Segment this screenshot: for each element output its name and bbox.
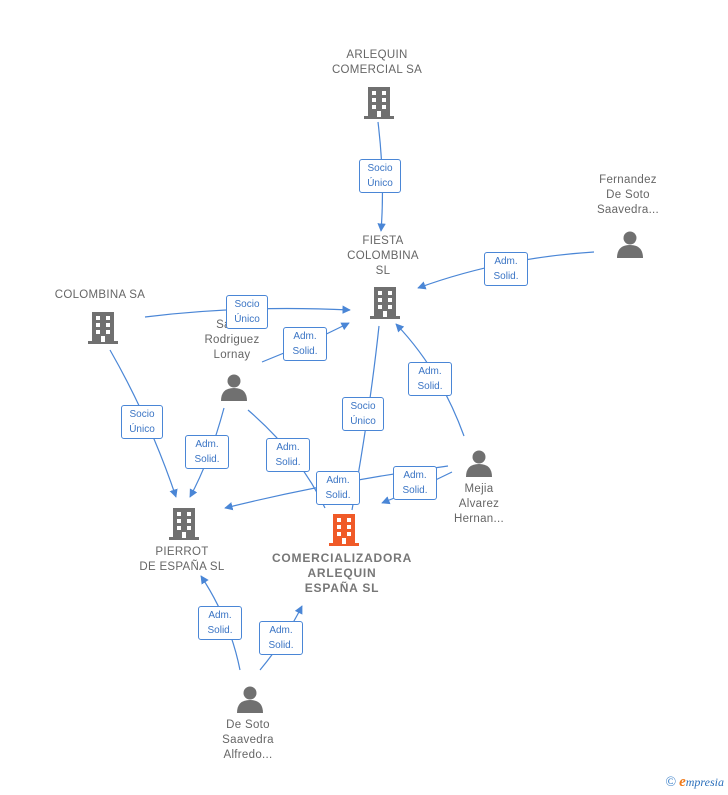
building-icon[interactable] bbox=[328, 512, 360, 547]
node-label-fiesta-colombina[interactable]: FIESTA COLOMBINA SL bbox=[347, 235, 419, 277]
building-icon[interactable] bbox=[363, 85, 395, 120]
node-label-fernandez[interactable]: Fernandez De Soto Saavedra... bbox=[596, 174, 660, 216]
brand-initial: e bbox=[679, 774, 686, 790]
edge-label-adm-solid: Adm. Solid. bbox=[484, 252, 528, 286]
person-icon[interactable] bbox=[464, 448, 494, 478]
edge-label-adm-solid: Adm. Solid. bbox=[283, 327, 327, 361]
node-label-comercializadora[interactable]: COMERCIALIZADORA ARLEQUIN ESPAÑA SL bbox=[271, 551, 413, 595]
edge-label-adm-solid: Adm. Solid. bbox=[316, 471, 360, 505]
edge-label-adm-solid: Adm. Solid. bbox=[408, 362, 452, 396]
building-icon[interactable] bbox=[369, 285, 401, 320]
node-label-de-soto[interactable]: De Soto Saavedra Alfredo... bbox=[222, 719, 274, 761]
person-icon[interactable] bbox=[615, 229, 645, 259]
person-icon[interactable] bbox=[219, 372, 249, 402]
edge-label-adm-solid: Adm. Solid. bbox=[393, 466, 437, 500]
building-icon[interactable] bbox=[87, 310, 119, 345]
person-icon[interactable] bbox=[235, 684, 265, 714]
node-label-mejia[interactable]: Mejia Alvarez Hernan... bbox=[453, 483, 504, 525]
node-label-arlequin-comercial[interactable]: ARLEQUIN COMERCIAL SA bbox=[331, 49, 423, 76]
edge-label-adm-solid: Adm. Solid. bbox=[185, 435, 229, 469]
edge-label-adm-solid: Adm. Solid. bbox=[266, 438, 310, 472]
edge-label-socio-unico: Socio Único bbox=[342, 397, 384, 431]
building-icon[interactable] bbox=[168, 506, 200, 541]
brand-footer[interactable]: ©empresia bbox=[665, 774, 724, 791]
brand-name: mpresia bbox=[685, 775, 724, 789]
edge-label-socio-unico: Socio Único bbox=[226, 295, 268, 329]
edge-label-adm-solid: Adm. Solid. bbox=[198, 606, 242, 640]
edge-label-adm-solid: Adm. Solid. bbox=[259, 621, 303, 655]
node-label-pierrot[interactable]: PIERROT DE ESPAÑA SL bbox=[139, 546, 225, 573]
edge-label-socio-unico: Socio Único bbox=[121, 405, 163, 439]
node-label-colombina[interactable]: COLOMBINA SA bbox=[54, 289, 146, 301]
edge-label-socio-unico: Socio Único bbox=[359, 159, 401, 193]
copyright-icon: © bbox=[665, 775, 677, 790]
